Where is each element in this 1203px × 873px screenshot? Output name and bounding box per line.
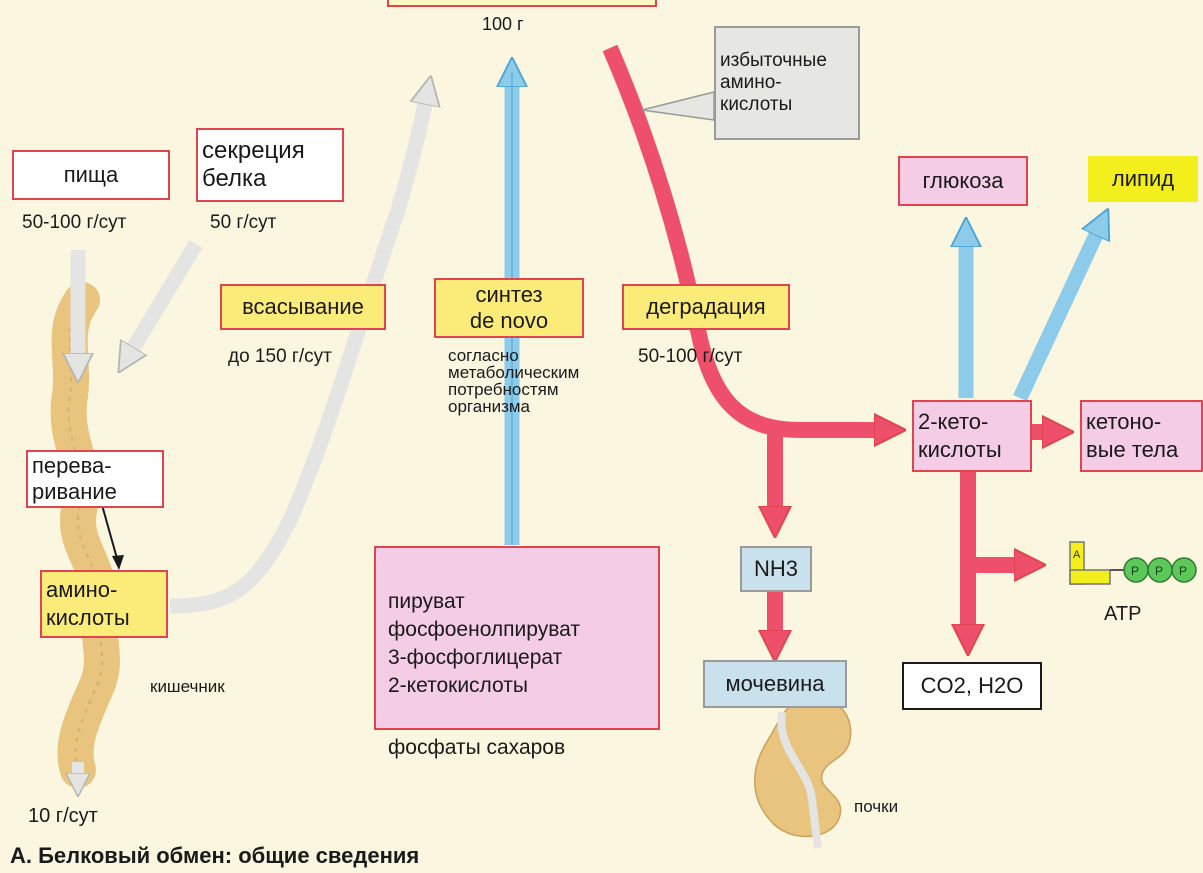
keto-acids-box: 2-кето- кислоты bbox=[912, 400, 1032, 472]
lipid-box: липид bbox=[1088, 156, 1198, 202]
food-box: пища bbox=[12, 150, 170, 200]
precursors-sugar-phosphates: фосфаты сахаров bbox=[388, 736, 566, 759]
atp-icon: A P P P bbox=[1069, 541, 1197, 585]
excess-amino-acids-callout: избыточные амино- кислоты bbox=[714, 26, 860, 140]
kidneys-label: почки bbox=[854, 797, 899, 816]
nh3-label: NH3 bbox=[753, 556, 798, 581]
svg-text:P: P bbox=[1155, 564, 1163, 578]
amino-acids-box: амино- кислоты bbox=[40, 570, 168, 638]
protein-pool-box bbox=[387, 0, 657, 7]
synthesis-note-label: согласно метаболическим потребностям орг… bbox=[448, 346, 580, 416]
ketone-bodies-box: кетоно- вые тела bbox=[1080, 400, 1203, 472]
intestine-label: кишечник bbox=[150, 677, 225, 696]
nh3-box: NH3 bbox=[740, 546, 812, 592]
secretion-arrow bbox=[126, 240, 203, 360]
food-rate-label: 50-100 г/сут bbox=[22, 212, 127, 233]
atp-label: ATP bbox=[1104, 603, 1142, 625]
top-amount-label: 100 г bbox=[482, 14, 524, 34]
digestion-flow-arrow bbox=[101, 504, 119, 563]
co2-h2o-box: CO2, H2O bbox=[902, 662, 1042, 710]
intestine-wall bbox=[67, 299, 103, 771]
ureter bbox=[777, 711, 822, 849]
digestion-box: перева- ривание bbox=[26, 450, 164, 508]
synthesis-box: синтез de novo bbox=[434, 278, 584, 338]
svg-text:P: P bbox=[1131, 564, 1139, 578]
glucose-box: глюкоза bbox=[898, 156, 1028, 206]
svg-text:P: P bbox=[1179, 564, 1187, 578]
svg-text:A: A bbox=[1073, 549, 1081, 561]
urea-box: мочевина bbox=[703, 660, 847, 708]
lipid-arrow bbox=[1013, 222, 1102, 402]
precursors-list: пируват фосфоенолпируват 3-фосфоглицерат… bbox=[388, 590, 580, 697]
absorption-rate-label: до 150 г/сут bbox=[228, 346, 332, 367]
absorption-box: всасывание bbox=[220, 284, 386, 330]
degradation-box: деградация bbox=[622, 284, 790, 330]
degradation-rate-label: 50-100 г/сут bbox=[638, 346, 743, 367]
loss-rate-label: 10 г/сут bbox=[28, 805, 98, 827]
digestion-flow-head bbox=[112, 555, 124, 570]
secretion-rate-label: 50 г/сут bbox=[210, 212, 277, 233]
precursors-box: пируват фосфоенолпируват 3-фосфоглицерат… bbox=[374, 546, 660, 759]
secretion-box: секреция белка bbox=[196, 128, 344, 202]
figure-caption: А. Белковый обмен: общие сведения bbox=[10, 843, 420, 868]
absorption-arrow bbox=[169, 90, 428, 614]
